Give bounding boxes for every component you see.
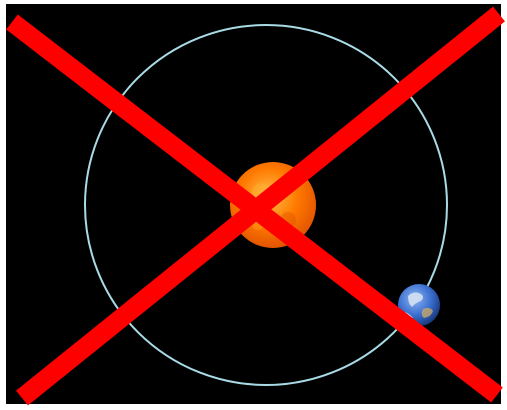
crossed-out-orbit-illustration — [0, 0, 507, 410]
